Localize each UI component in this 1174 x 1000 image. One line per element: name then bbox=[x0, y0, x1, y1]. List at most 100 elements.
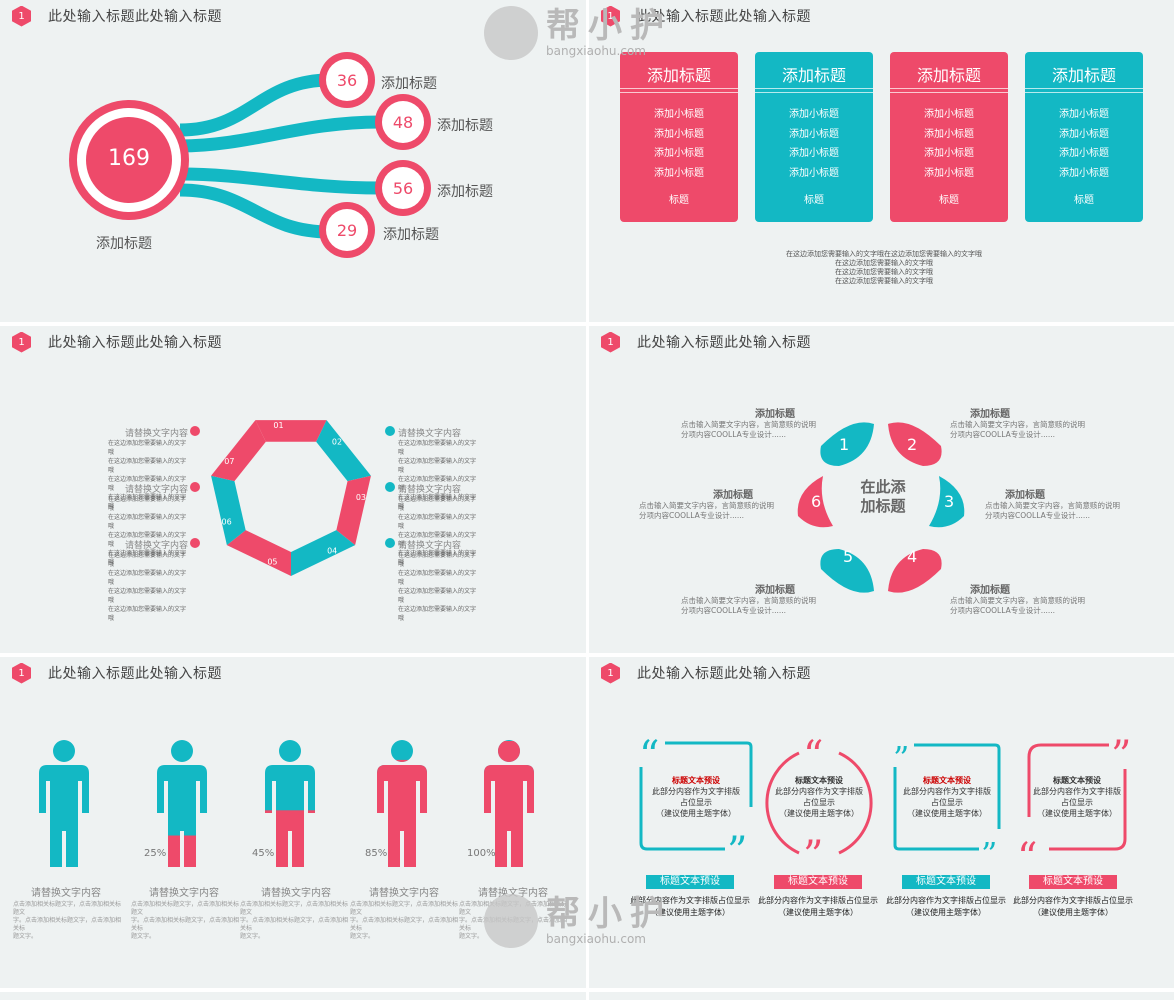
svg-text:”: ” bbox=[893, 739, 909, 777]
item-title: 请替换文字内容 bbox=[398, 541, 462, 551]
quote-heading: 标题文本预设 bbox=[1053, 776, 1101, 785]
card-item: 添加小标题 bbox=[789, 128, 839, 140]
card-footer: 标题 bbox=[939, 195, 959, 206]
svg-text:”: ” bbox=[727, 829, 747, 875]
card-footer: 标题 bbox=[669, 195, 689, 206]
card-item: 添加小标题 bbox=[789, 167, 839, 179]
quote-line: 此部分内容作为文字排版 bbox=[652, 787, 740, 796]
slide-cards[interactable]: 1 此处输入标题此处输入标题 添加标题 添加小标题 添加小标题 添加小标题 添加… bbox=[589, 0, 1174, 322]
petal-desc: 点击输入简要文字内容，言简意赅的说明分项内容COOLLA专业设计...... bbox=[681, 596, 816, 616]
percent-label: 25% bbox=[144, 848, 167, 859]
slide-tree-chart[interactable]: 1 此处输入标题此处输入标题 169 添加标题 36 48 56 29 添加标题… bbox=[0, 0, 586, 322]
caption-line: （建议使用主题字体） bbox=[778, 908, 858, 917]
caption-line: （建议使用主题字体） bbox=[906, 908, 986, 917]
left-item: 请替换文字内容 在这边添加您需要输入的文字哦 在这边添加您需要输入的文字哦 在这… bbox=[108, 538, 188, 623]
slide-partial[interactable] bbox=[0, 992, 586, 1000]
fill-level bbox=[265, 810, 315, 867]
quote-line: 占位显示 bbox=[931, 798, 963, 807]
desc-line: 点击添加相关标题文字，点击添加相关标题文 bbox=[459, 901, 568, 916]
petal-label: 添加标题 bbox=[755, 409, 795, 420]
segment-label: 07 bbox=[224, 457, 234, 466]
node-label: 添加标题 bbox=[437, 184, 493, 200]
center-title-line: 在此添 bbox=[860, 478, 906, 496]
slide-title: 此处输入标题此处输入标题 bbox=[48, 335, 222, 351]
caption-line: （建议使用主题字体） bbox=[1033, 908, 1113, 917]
slide-number-badge: 1 bbox=[601, 5, 620, 27]
desc-line: 点击输入简要文字内容，言简意赅的说明 bbox=[985, 501, 1120, 510]
desc-line: 分项内容COOLLA专业设计...... bbox=[639, 511, 745, 520]
desc-line: 题文字。 bbox=[13, 933, 38, 940]
quote-line: 此部分内容作为文字排版 bbox=[1033, 787, 1121, 796]
svg-text:“: “ bbox=[639, 733, 659, 779]
item-line: 在这边添加您需要输入的文字哦 bbox=[108, 552, 187, 568]
petal-number: 2 bbox=[907, 435, 918, 454]
right-item: 请替换文字内容 在这边添加您需要输入的文字哦 在这边添加您需要输入的文字哦 在这… bbox=[398, 538, 478, 623]
item-line: 在这边添加您需要输入的文字哦 bbox=[108, 514, 187, 530]
slide-number-badge: 1 bbox=[12, 5, 31, 27]
quote-line: 此部分内容作为文字排版 bbox=[775, 787, 863, 796]
heptagon-segment bbox=[255, 420, 327, 442]
segment-label: 01 bbox=[273, 421, 283, 430]
slide-quotes[interactable]: 1 此处输入标题此处输入标题 “ ” “ ” ” ” ” “ 标题文本预设此部分… bbox=[589, 657, 1174, 988]
slide-petals[interactable]: 1 此处输入标题此处输入标题 1 2 3 4 5 6 在此添 加标题 添加标题 … bbox=[589, 326, 1174, 653]
quote-line: （建议使用主题字体） bbox=[1037, 809, 1117, 818]
node-label: 添加标题 bbox=[383, 227, 439, 243]
quote-body: 标题文本预设此部分内容作为文字排版占位显示（建议使用主题字体） bbox=[769, 775, 869, 819]
item-title: 请替换文字内容 bbox=[398, 429, 462, 439]
petal-desc: 点击输入简要文字内容，言简意赅的说明分项内容COOLLA专业设计...... bbox=[950, 420, 1085, 440]
desc-line: 点击添加相关标题文字，点击添加相关标题文 bbox=[13, 901, 122, 916]
desc-line: 点击输入简要文字内容，言简意赅的说明 bbox=[681, 420, 816, 429]
svg-text:”: ” bbox=[981, 835, 997, 873]
card-item: 添加小标题 bbox=[924, 148, 974, 159]
item-line: 在这边添加您需要输入的文字哦 bbox=[108, 476, 187, 492]
slide-header: 1 此处输入标题此处输入标题 bbox=[12, 662, 222, 684]
card-item: 添加小标题 bbox=[924, 109, 974, 120]
desc-line: 分项内容COOLLA专业设计...... bbox=[681, 430, 787, 439]
percent-label: 100% bbox=[467, 848, 496, 859]
info-card: 添加标题 添加小标题 添加小标题 添加小标题 添加小标题 标题 bbox=[755, 52, 873, 222]
heptagon-segment bbox=[211, 420, 266, 482]
desc-line: 点击添加相关标题文字，点击添加相关标题文 bbox=[240, 901, 349, 916]
slide-partial[interactable] bbox=[589, 992, 1174, 1000]
note-line: 在这边添加您需要输入的文字哦 bbox=[835, 277, 933, 285]
card-item: 添加小标题 bbox=[654, 109, 704, 120]
petal-label: 添加标题 bbox=[970, 585, 1010, 596]
heptagon-segment bbox=[291, 530, 356, 576]
figure-caption: 请替换文字内容 bbox=[31, 888, 101, 899]
item-line: 在这边添加您需要输入的文字哦 bbox=[398, 514, 477, 530]
caption-line: 此部分内容作为文字排版占位显示 bbox=[758, 896, 878, 905]
figure-caption: 请替换文字内容 bbox=[261, 888, 331, 899]
node-value: 48 bbox=[392, 113, 414, 132]
heptagon-segment bbox=[226, 530, 291, 576]
petal-number: 5 bbox=[843, 547, 854, 566]
bullet-dots bbox=[190, 426, 395, 548]
card-item: 添加小标题 bbox=[1059, 148, 1109, 159]
quote-body: 标题文本预设此部分内容作为文字排版占位显示（建议使用主题字体） bbox=[897, 775, 997, 819]
slide-title: 此处输入标题此处输入标题 bbox=[637, 9, 811, 25]
note-line: 在这边添加您需要输入的文字哦在这边添加您需要输入的文字哦 bbox=[786, 250, 982, 258]
petal-number: 6 bbox=[811, 492, 822, 511]
quote-tag: 标题文本预设 bbox=[902, 875, 990, 889]
item-title: 请替换文字内容 bbox=[124, 485, 188, 495]
desc-line: 字。点击添加相关标题文字，点击添加相关标 bbox=[13, 917, 122, 932]
figure-caption: 请替换文字内容 bbox=[369, 888, 439, 899]
node-value: 56 bbox=[392, 179, 414, 198]
slide-number-badge: 1 bbox=[12, 662, 31, 684]
heptagon-segment bbox=[316, 420, 371, 482]
item-line: 在这边添加您需要输入的文字哦 bbox=[108, 550, 187, 566]
note-line: 在这边添加您需要输入的文字哦 bbox=[835, 268, 933, 276]
card-title: 添加标题 bbox=[916, 66, 981, 85]
item-line: 在这边添加您需要输入的文字哦 bbox=[398, 552, 477, 568]
figure-desc: 点击添加相关标题文字，点击添加相关标题文字。点击添加相关标题文字，点击添加相关标… bbox=[350, 901, 460, 941]
quote-line: （建议使用主题字体） bbox=[656, 809, 736, 818]
desc-line: 分项内容COOLLA专业设计...... bbox=[985, 511, 1091, 520]
slide-people[interactable]: 1 此处输入标题此处输入标题 25% 45% 85% 100% 请替换文字内容 … bbox=[0, 657, 586, 988]
desc-line: 点击输入简要文字内容，言简意赅的说明 bbox=[950, 420, 1085, 429]
quote-tag: 标题文本预设 bbox=[1029, 875, 1117, 889]
tree-diagram bbox=[69, 52, 431, 258]
item-line: 在这边添加您需要输入的文字哦 bbox=[108, 496, 187, 512]
segment-label: 02 bbox=[332, 437, 342, 446]
card-divider bbox=[1025, 88, 1143, 93]
